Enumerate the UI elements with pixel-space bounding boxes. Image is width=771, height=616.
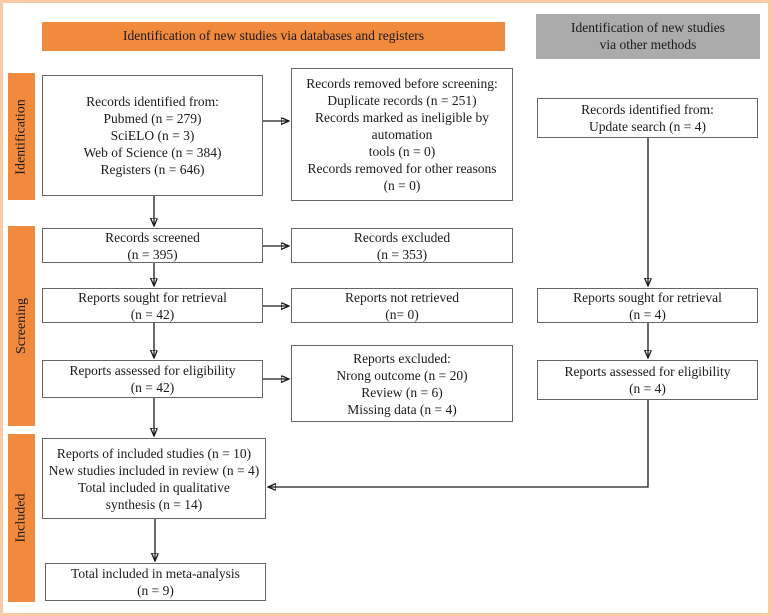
header-databases-registers: Identification of new studies via databa… (42, 22, 505, 51)
node-reports-excluded: Reports excluded: Nrong outcome (n = 20)… (291, 345, 513, 422)
node-records-identified: Records identified from: Pubmed (n = 279… (42, 75, 263, 196)
node-reports-sought-other: Reports sought for retrieval (n = 4) (537, 288, 758, 323)
stage-label-identification: Identification (13, 98, 29, 175)
node-update-search: Records identified from: Update search (… (537, 98, 758, 138)
stage-label-screening: Screening (13, 298, 29, 354)
node-records-excluded: Records excluded (n = 353) (291, 228, 513, 263)
node-reports-assessed-other: Reports assessed for eligibility (n = 4) (537, 360, 758, 400)
node-records-removed: Records removed before screening: Duplic… (291, 68, 513, 201)
node-records-screened: Records screened (n = 395) (42, 228, 263, 263)
node-reports-assessed: Reports assessed for eligibility (n = 42… (42, 360, 263, 398)
node-reports-sought: Reports sought for retrieval (n = 42) (42, 288, 263, 323)
node-included-studies: Reports of included studies (n = 10) New… (42, 438, 266, 519)
stage-bar-identification: Identification (8, 73, 35, 200)
node-meta-analysis: Total included in meta-analysis (n = 9) (45, 563, 266, 601)
header-other-methods: Identification of new studies via other … (536, 14, 760, 59)
stage-label-included: Included (13, 493, 29, 543)
stage-bar-screening: Screening (8, 226, 35, 426)
stage-bar-included: Included (8, 434, 35, 602)
node-reports-not-retrieved: Reports not retrieved (n= 0) (291, 288, 513, 323)
